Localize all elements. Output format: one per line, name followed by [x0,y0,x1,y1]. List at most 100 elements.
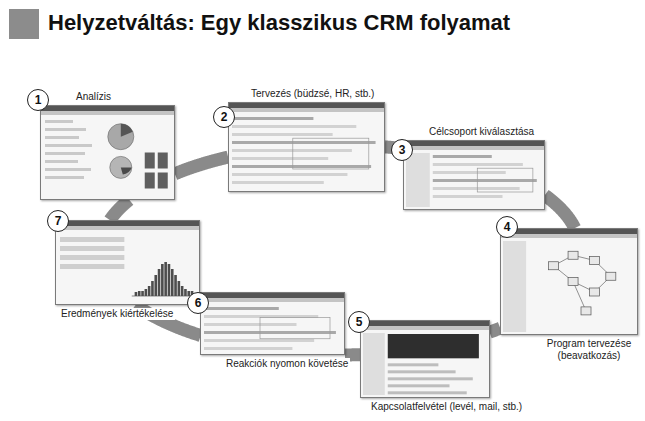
window-titlebar [229,103,384,108]
histogram-bar [164,262,167,296]
window-menubar [501,234,637,238]
screenshot-box: Tervezés (büdzsé, HR, stb.) [228,102,385,192]
table-row [433,179,537,182]
screenshot-box: Program tervezése (beavatkozás) [500,228,638,335]
callout-number: 6 [187,292,209,314]
title-square [9,9,39,39]
callout-number: 5 [348,311,370,333]
histogram-bar [145,289,148,296]
cycle-band [545,195,575,228]
pie-chart [108,124,134,150]
window-background [229,103,384,191]
window-titlebar [361,321,489,326]
table-row [60,264,124,269]
window-titlebar [404,141,544,146]
table-row [60,237,124,242]
text-line [45,136,79,139]
flow-node [549,262,559,270]
step-label: Reakciók nyomon követése [224,358,350,370]
screenshot-box: Eredmények kiértékelése [55,220,200,305]
window-menubar [404,146,544,150]
table-row [232,165,371,168]
window-menubar [229,108,384,112]
form-panel [260,317,330,338]
screenshot-box: Reakciók nyomon követése [200,292,345,355]
screenshot-illustration [201,293,344,354]
window-sidebar [503,241,526,332]
bar-block [145,173,155,189]
screenshot-illustration [404,141,544,209]
window-titlebar [41,106,174,111]
form-panel [477,168,533,192]
table-row [60,255,124,260]
screenshot-illustration [229,103,384,191]
window-background [361,321,489,397]
bar-block [158,173,168,189]
table-row [433,187,520,190]
text-line [388,363,439,366]
histogram-bar [148,286,151,296]
screenshot-box: Analízis [40,105,175,200]
step-label: Analízis [74,91,113,103]
pie-chart [110,156,132,178]
bar-block [158,153,168,169]
screenshot-box: Kapcsolatfelvétel (levél, mail, stb.) [360,320,490,398]
step-label: Eredmények kiértékelése [59,308,175,320]
histogram-bar [168,264,171,296]
form-panel [293,138,369,169]
table-row [204,307,279,310]
histogram-bar [174,275,177,296]
window-background [501,229,637,334]
window-titlebar [501,229,637,234]
window-background [41,106,174,199]
table-row [433,171,506,174]
histogram-bar [161,264,164,296]
histogram-bar [138,291,141,296]
window-background [56,221,199,304]
histogram-bar [151,281,154,296]
histogram-bar [141,291,144,296]
flow-node [590,257,600,265]
table-row [232,125,356,128]
table-row [232,173,347,176]
table-row [204,323,296,326]
histogram-bar [154,275,157,296]
table-row [232,117,313,120]
table-row [433,155,492,158]
screenshot-illustration [501,229,637,334]
screenshot-box: Célcsoport kiválasztása [403,140,545,210]
table-row [232,141,376,144]
text-line [45,152,85,155]
text-line [45,160,78,163]
flow-line [573,282,586,311]
callout-number: 3 [391,139,413,161]
callout-number: 2 [213,106,235,128]
table-row [232,133,333,136]
callout-number: 1 [27,89,49,111]
flow-node [606,272,616,280]
histogram-bar [181,286,184,296]
histogram-bar [158,269,161,296]
table-row [60,246,124,251]
window-menubar [56,226,199,230]
callout-number: 4 [496,216,518,238]
cycle-band [175,157,228,174]
histogram-bar [184,289,187,296]
step-label: Program tervezése (beavatkozás) [541,338,637,362]
screenshot-illustration [361,321,489,397]
window-background [201,293,344,354]
text-line [388,377,473,380]
window-background [404,141,544,209]
window-menubar [361,326,489,330]
text-line [45,120,73,123]
table-row [232,181,324,184]
table-row [204,339,314,342]
flow-node [590,288,600,296]
step-label: Célcsoport kiválasztása [427,126,536,138]
callout-number: 7 [47,210,69,232]
text-line [388,391,467,394]
histogram-bar [171,269,174,296]
text-line [45,128,86,131]
table-row [433,195,503,198]
